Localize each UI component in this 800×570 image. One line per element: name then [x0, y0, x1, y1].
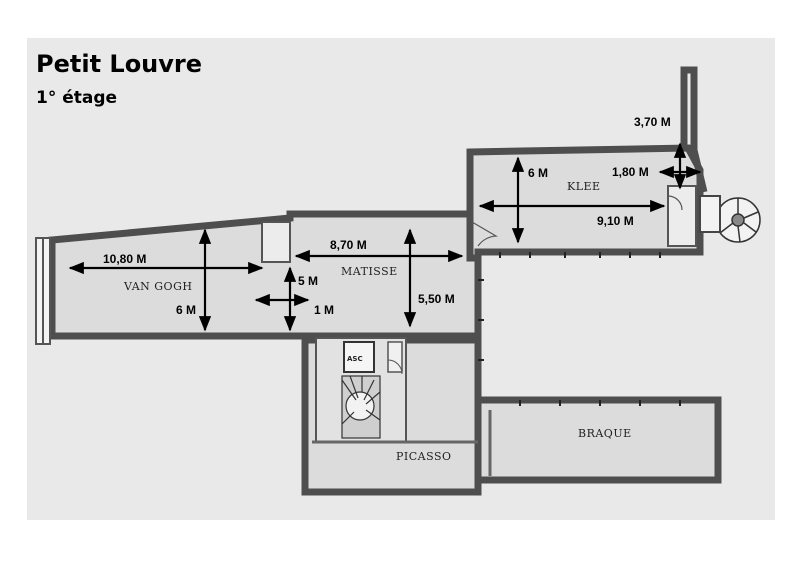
wall-klee	[466, 144, 704, 262]
dim-corridor-length: 3,70 M	[634, 115, 671, 129]
pillar	[261, 221, 291, 263]
core-block: ASC	[315, 337, 407, 443]
window-ticks	[478, 252, 681, 406]
klee-alcove	[667, 185, 697, 247]
room-label-klee: KLEE	[567, 180, 601, 193]
room-label-matisse: MATISSE	[341, 265, 398, 278]
dim-pillar-width: 1 M	[314, 303, 334, 317]
dimension-arrows	[68, 142, 702, 332]
spiral-staircase	[715, 197, 761, 243]
room-label-braque: BRAQUE	[578, 427, 632, 440]
wall-braque	[474, 396, 722, 484]
plan-title: Petit Louvre	[36, 50, 202, 78]
dim-matisse-length: 8,70 M	[330, 238, 367, 252]
room-label-picasso: PICASSO	[396, 450, 452, 463]
left-windows	[35, 237, 51, 345]
elevator	[343, 341, 375, 373]
dim-corridor-width: 1,80 M	[612, 165, 649, 179]
dim-klee-height: 6 M	[528, 166, 548, 180]
stair-landing	[699, 195, 721, 233]
dim-pillar-height: 5 M	[298, 274, 318, 288]
dim-van-gogh-length: 10,80 M	[103, 252, 146, 266]
tower-wall	[680, 66, 708, 193]
matisse-door-swing	[471, 221, 499, 247]
dim-klee-length: 9,10 M	[597, 214, 634, 228]
dim-matisse-depth: 5,50 M	[418, 292, 455, 306]
dim-van-gogh-width: 6 M	[176, 303, 196, 317]
klee-door-swing	[667, 195, 683, 211]
floor-label: 1° étage	[36, 88, 117, 108]
room-label-van-gogh: VAN GOGH	[123, 280, 192, 293]
elevator-label: ASC	[347, 355, 363, 363]
